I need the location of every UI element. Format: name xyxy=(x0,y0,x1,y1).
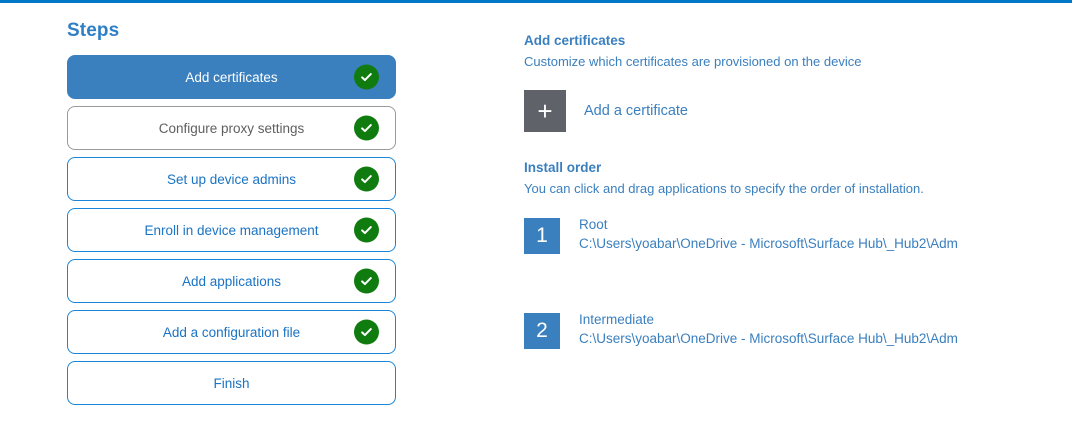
step-label: Add applications xyxy=(181,273,282,289)
steps-heading: Steps xyxy=(67,20,120,41)
page-title: Add certificates xyxy=(524,33,626,48)
sidebar-item-add-a-configuration-file[interactable]: Add a configuration file xyxy=(67,310,396,354)
sidebar-item-configure-proxy-settings[interactable]: Configure proxy settings xyxy=(67,106,396,150)
list-item-text: Root C:\Users\yoabar\OneDrive - Microsof… xyxy=(579,216,958,253)
step-complete-check-icon xyxy=(354,217,379,243)
step-label: Set up device admins xyxy=(166,171,297,187)
step-complete-check-icon xyxy=(354,64,379,90)
sidebar-item-enroll-in-device-management[interactable]: Enroll in device management xyxy=(67,208,396,252)
step-label: Add certificates xyxy=(185,69,278,85)
install-order-list: 1 Root C:\Users\yoabar\OneDrive - Micros… xyxy=(524,216,1044,349)
step-label: Add a configuration file xyxy=(162,324,301,340)
certificate-path: C:\Users\yoabar\OneDrive - Microsoft\Sur… xyxy=(579,236,958,251)
order-badge: 2 xyxy=(524,313,560,349)
order-badge: 1 xyxy=(524,218,560,254)
step-complete-check-icon xyxy=(354,319,379,345)
step-complete-check-icon xyxy=(354,115,379,141)
steps-panel: Steps Add certificates Configure proxy s… xyxy=(67,20,397,412)
install-order-block: Install order You can click and drag app… xyxy=(524,160,1044,349)
sidebar-item-set-up-device-admins[interactable]: Set up device admins xyxy=(67,157,396,201)
step-complete-check-icon xyxy=(354,268,379,294)
install-order-subtitle: You can click and drag applications to s… xyxy=(524,181,924,196)
top-accent-bar xyxy=(0,0,1072,3)
list-item[interactable]: 1 Root C:\Users\yoabar\OneDrive - Micros… xyxy=(524,216,1044,254)
certificate-name: Intermediate xyxy=(579,312,655,327)
step-complete-check-icon xyxy=(354,166,379,192)
sidebar-item-add-applications[interactable]: Add applications xyxy=(67,259,396,303)
certificate-path: C:\Users\yoabar\OneDrive - Microsoft\Sur… xyxy=(579,331,958,346)
step-label: Finish xyxy=(213,375,250,391)
sidebar-item-finish[interactable]: Finish xyxy=(67,361,396,405)
add-a-certificate-button[interactable]: Add a certificate xyxy=(584,103,688,119)
wizard-root: Steps Add certificates Configure proxy s… xyxy=(0,3,1072,443)
certificate-name: Root xyxy=(579,217,608,232)
add-certificate-row: + Add a certificate xyxy=(524,90,1044,132)
step-label: Enroll in device management xyxy=(144,222,319,238)
list-item-text: Intermediate C:\Users\yoabar\OneDrive - … xyxy=(579,311,958,348)
detail-pane: Add certificates Customize which certifi… xyxy=(524,33,1044,408)
sidebar-item-add-certificates[interactable]: Add certificates xyxy=(67,55,396,99)
list-item[interactable]: 2 Intermediate C:\Users\yoabar\OneDrive … xyxy=(524,311,1044,349)
plus-glyph: + xyxy=(537,96,553,126)
install-order-title: Install order xyxy=(524,160,602,175)
step-label: Configure proxy settings xyxy=(158,120,305,136)
page-subtitle: Customize which certificates are provisi… xyxy=(524,54,862,69)
plus-icon[interactable]: + xyxy=(524,90,566,132)
